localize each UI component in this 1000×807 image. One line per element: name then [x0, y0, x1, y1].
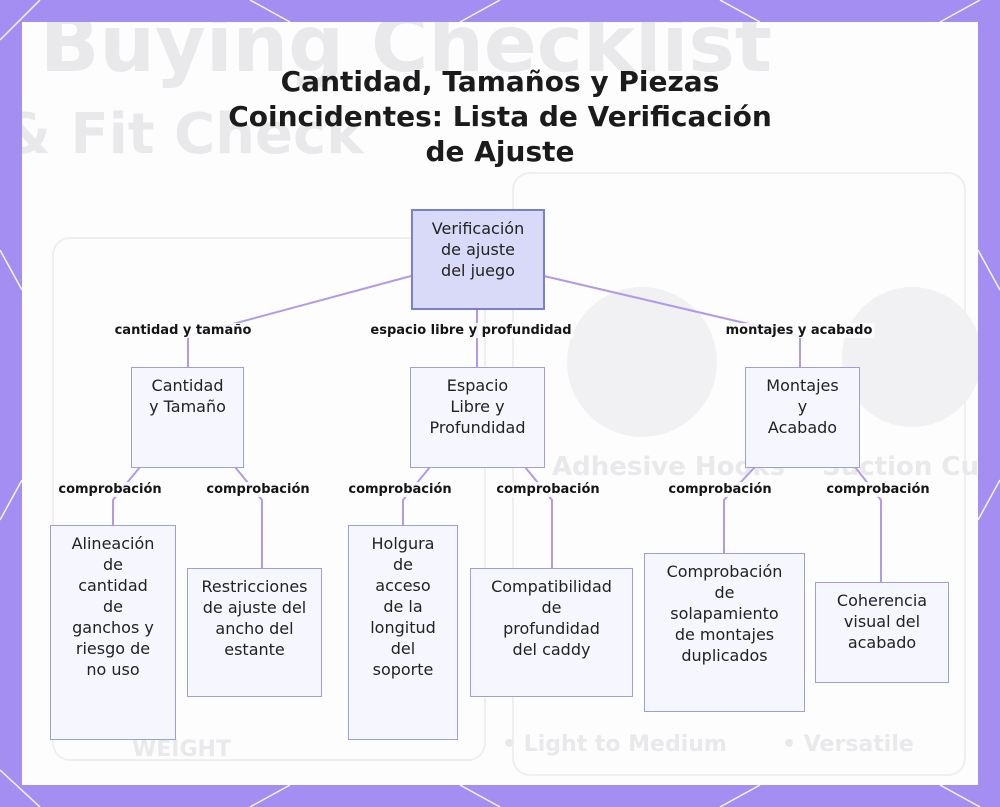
edge-label-clearance: espacio libre y profundidad	[368, 323, 574, 338]
node-bracket-clearance-label: Holgura de acceso de la longitud del sop…	[370, 534, 436, 679]
edge-mounts-overlap	[723, 466, 756, 554]
node-finish-coherence: Coherencia visual del acabado	[815, 582, 949, 683]
title-line-2: Coincidentes: Lista de Verificación	[228, 100, 772, 133]
node-clearance-depth: Espacio Libre y Profundidad	[410, 367, 545, 468]
node-mounts-finish-label: Montajes y Acabado	[766, 376, 839, 437]
node-clearance-depth-label: Espacio Libre y Profundidad	[429, 376, 526, 437]
edge-label-quantity: cantidad y tamaño	[112, 323, 254, 338]
background-footer: WEIGHT	[132, 737, 231, 762]
edge-label-shelf-check: comprobación	[204, 482, 312, 497]
background-heading-1: Buying Checklist	[40, 22, 773, 90]
node-hook-count-label: Alineación de cantidad de ganchos y ries…	[71, 534, 155, 679]
node-caddy-depth-label: Compatibilidad de profundidad del caddy	[491, 577, 612, 659]
background-bullet-1: • Light to Medium	[502, 732, 727, 757]
edge-clearance-caddy	[524, 466, 553, 569]
node-mount-overlap: Comprobación de solapamiento de montajes…	[644, 553, 805, 712]
edge-label-caddy-check: comprobación	[494, 482, 602, 497]
edge-mounts-finish	[854, 466, 882, 583]
node-mount-overlap-label: Comprobación de solapamiento de montajes…	[666, 562, 783, 665]
edge-quantity-hook	[112, 466, 141, 526]
background-pin-icon	[567, 287, 717, 437]
edge-root-mounts	[543, 275, 801, 368]
node-mounts-finish: Montajes y Acabado	[745, 367, 860, 468]
background-heading-2: & Fit Check	[22, 102, 364, 167]
edge-label-bracket-check: comprobación	[346, 482, 454, 497]
title-line-3: de Ajuste	[425, 135, 575, 168]
edge-quantity-shelf	[234, 466, 263, 569]
node-fit-check-root-label: Verificación de ajuste del juego	[431, 219, 525, 280]
edge-label-finish-check: comprobación	[824, 482, 932, 497]
background-panel-right	[512, 172, 966, 776]
edge-root-quantity	[187, 275, 412, 368]
node-shelf-width-label: Restricciones de ajuste del ancho del es…	[201, 577, 308, 659]
node-hook-count: Alineación de cantidad de ganchos y ries…	[50, 525, 176, 740]
node-quantity-size: Cantidad y Tamaño	[131, 367, 244, 468]
node-finish-coherence-label: Coherencia visual del acabado	[836, 591, 928, 652]
edge-clearance-bracket	[402, 466, 431, 526]
node-caddy-depth: Compatibilidad de profundidad del caddy	[470, 568, 633, 697]
node-quantity-size-label: Cantidad y Tamaño	[149, 376, 226, 416]
title-line-1: Cantidad, Tamaños y Piezas	[280, 65, 720, 98]
edge-label-mounts: montajes y acabado	[723, 323, 875, 338]
node-bracket-clearance: Holgura de acceso de la longitud del sop…	[348, 525, 458, 740]
background-suction-icon	[842, 287, 978, 427]
node-shelf-width: Restricciones de ajuste del ancho del es…	[187, 568, 322, 697]
node-fit-check-root: Verificación de ajuste del juego	[411, 209, 545, 310]
background-bullet-2: • Versatile	[782, 732, 914, 757]
edge-label-overlap-check: comprobación	[666, 482, 774, 497]
edge-label-hook-check: comprobación	[56, 482, 164, 497]
background-panel-left	[52, 237, 486, 761]
diagram-title: Cantidad, Tamaños y Piezas Coincidentes:…	[200, 64, 800, 169]
